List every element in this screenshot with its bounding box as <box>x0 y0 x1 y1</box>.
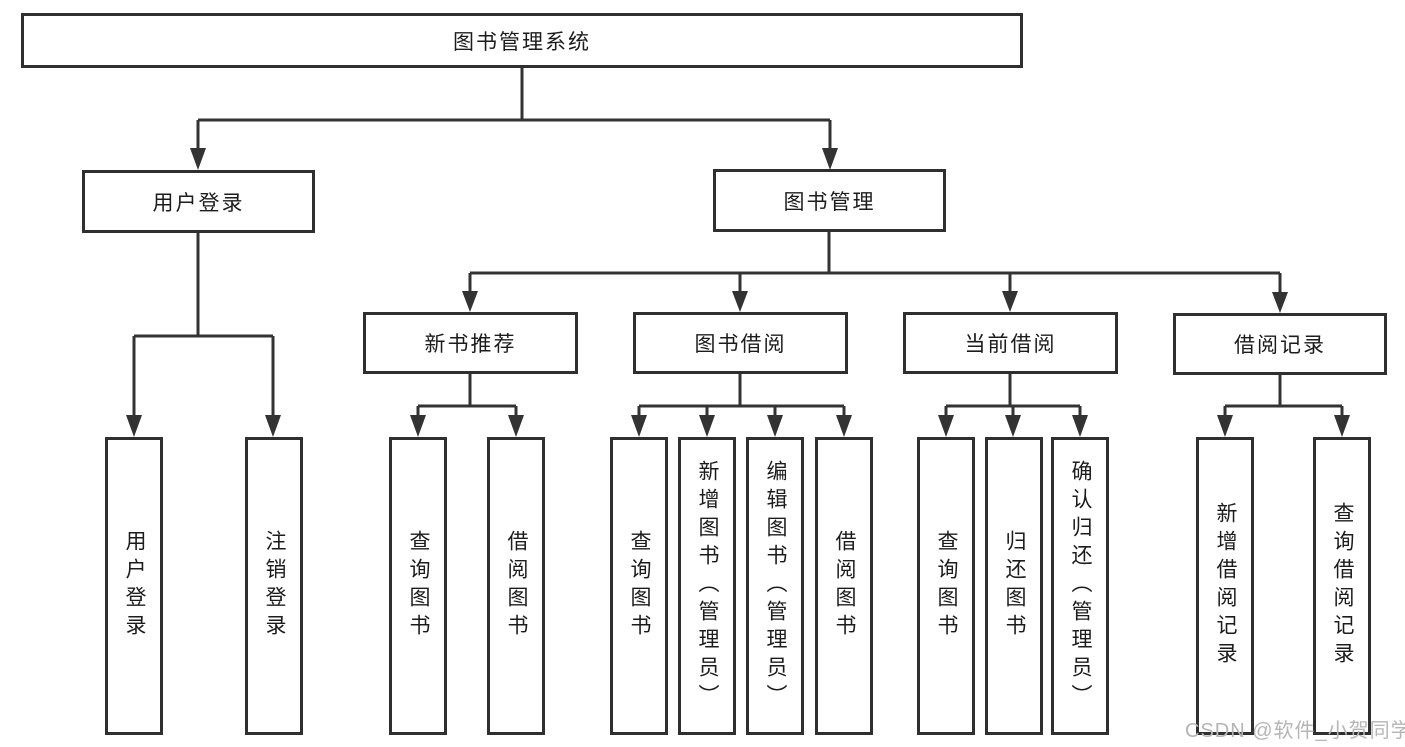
leaf-query-borrow-record: 查询借阅记录 <box>1313 437 1371 735</box>
leaf-borrow-books-recommend: 借阅图书 <box>487 437 545 735</box>
node-user-login: 用户登录 <box>82 170 315 233</box>
leaf-add-borrow-record: 新增借阅记录 <box>1196 437 1254 735</box>
node-book-management: 图书管理 <box>713 169 946 232</box>
leaf-return-books: 归还图书 <box>985 437 1043 735</box>
leaf-edit-book-admin: 编辑图书（管理员） <box>746 437 804 735</box>
leaf-query-books-current: 查询图书 <box>917 437 975 735</box>
node-new-book-recommend: 新书推荐 <box>363 312 578 374</box>
leaf-user-login: 用户登录 <box>105 437 163 735</box>
leaf-confirm-return-admin: 确认归还（管理员） <box>1051 437 1109 735</box>
leaf-add-book-admin: 新增图书（管理员） <box>678 437 736 735</box>
leaf-query-books-borrowing: 查询图书 <box>610 437 668 735</box>
leaf-borrow-books-borrowing: 借阅图书 <box>815 437 873 735</box>
node-book-borrowing: 图书借阅 <box>633 312 848 374</box>
node-borrowing-records: 借阅记录 <box>1173 313 1387 375</box>
node-root: 图书管理系统 <box>21 13 1023 68</box>
leaf-query-books-recommend: 查询图书 <box>389 437 447 735</box>
leaf-logout: 注销登录 <box>245 437 303 735</box>
csdn-watermark: CSDN @软件_小贺同学 <box>1185 720 1405 742</box>
node-current-borrowing: 当前借阅 <box>903 312 1118 374</box>
